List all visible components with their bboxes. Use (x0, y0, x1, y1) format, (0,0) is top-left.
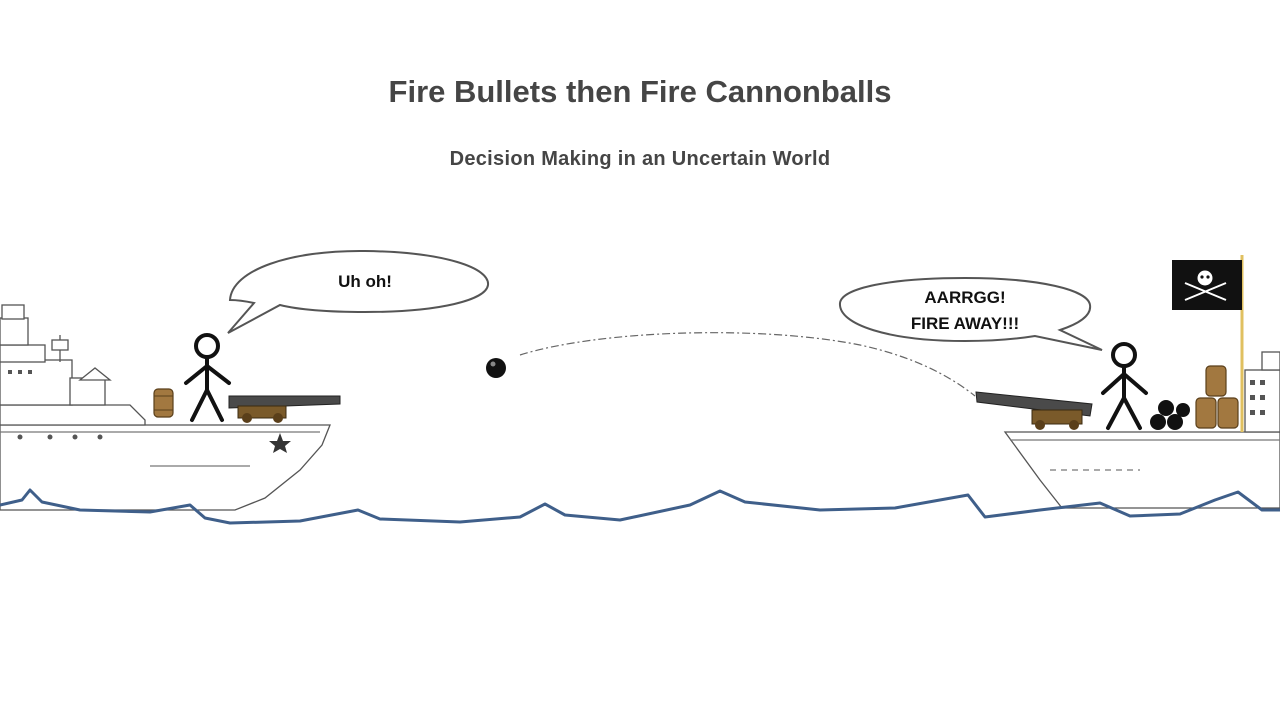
cannonball-pile (1150, 400, 1190, 430)
flying-cannonball (486, 358, 506, 378)
left-barrel (153, 388, 174, 418)
left-speech-text: Uh oh! (338, 272, 392, 291)
sea-waterline (0, 488, 1280, 525)
jolly-roger-icon (1184, 270, 1227, 301)
slide-title: Fire Bullets then Fire Cannonballs (388, 74, 892, 109)
right-speech-line2: FIRE AWAY!!! (910, 314, 1020, 333)
left-speech-bubble (227, 249, 490, 334)
right-pirate-ship (1003, 351, 1280, 509)
right-speech-bubble (838, 276, 1103, 351)
slide-subtitle: Decision Making in an Uncertain World (449, 148, 831, 170)
left-stick-figure (184, 333, 231, 422)
right-speech-line1: AARRGG! (924, 288, 1006, 307)
left-cannon (228, 395, 341, 423)
right-barrels (1195, 365, 1239, 429)
left-warship (0, 304, 331, 511)
pirate-flag (1172, 255, 1244, 432)
right-cannon (975, 391, 1093, 430)
right-stick-figure (1101, 342, 1148, 430)
cannonball-trajectory (519, 332, 976, 397)
